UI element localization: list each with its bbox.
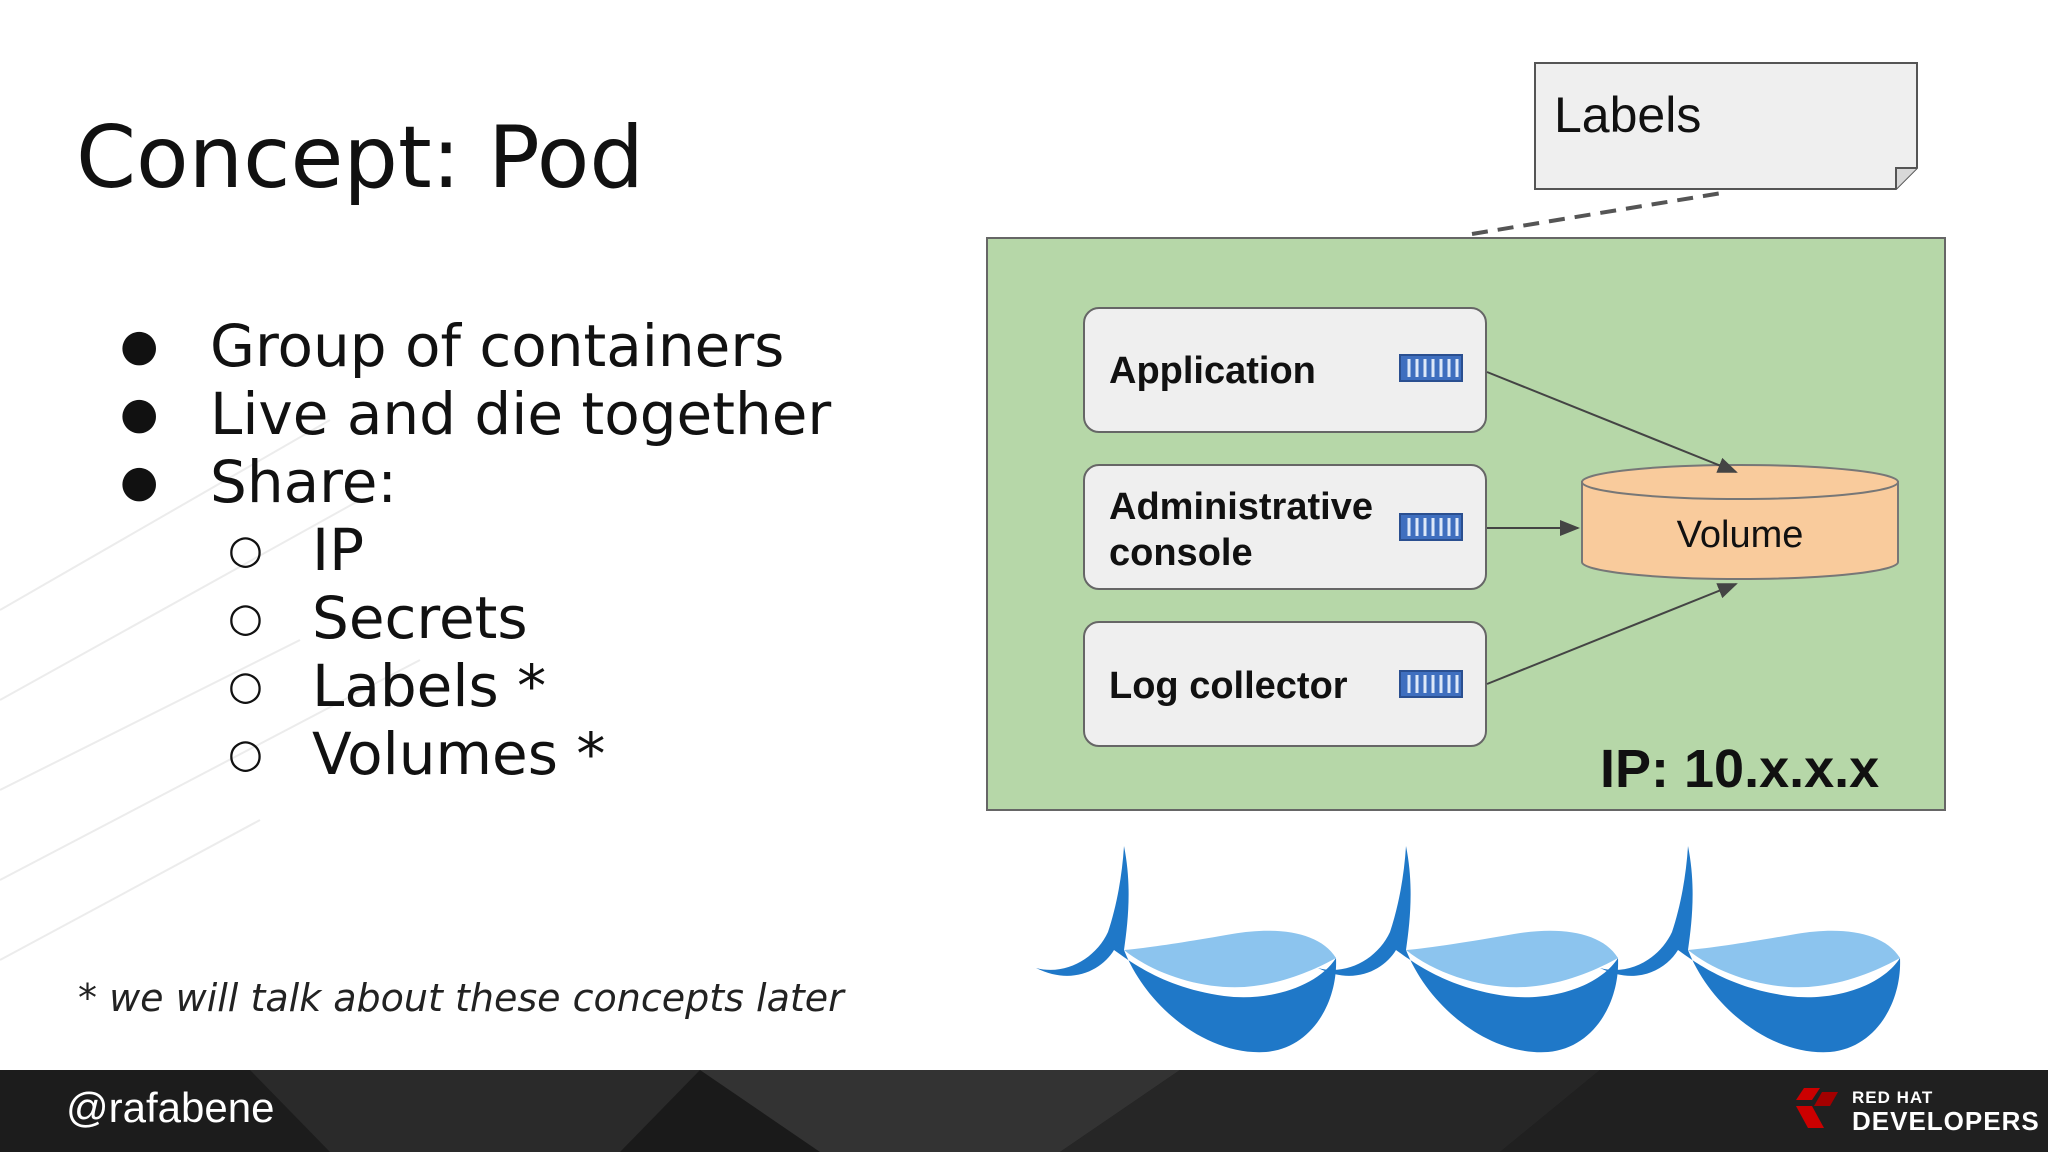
footnote: * we will talk about these concepts late… [78, 976, 844, 1020]
container-administrative-console: Administrative console [1083, 464, 1487, 590]
container-icon [1399, 513, 1463, 541]
sub-bullet-item: ○Labels * [228, 652, 547, 720]
labels-note-text: Labels [1554, 87, 1702, 143]
twitter-handle: @rafabene [66, 1084, 275, 1131]
bullet-dot-icon: ● [120, 320, 159, 371]
bullet-dot-icon: ● [120, 388, 159, 439]
labels-note [1534, 62, 1918, 190]
brand-line1: RED HAT [1852, 1088, 1934, 1107]
brand-line2: DEVELOPERS [1852, 1106, 2040, 1136]
bullet-item: ●Group of containers [120, 312, 785, 380]
bullet-item: ●Share: [120, 448, 397, 516]
bullet-ring-icon: ○ [228, 731, 263, 777]
container-icon [1399, 670, 1463, 698]
bullet-ring-icon: ○ [228, 663, 263, 709]
sub-bullet-list: ○IP ○Secrets ○Labels * ○Volumes * [120, 516, 605, 788]
sub-bullet-item: ○IP [228, 516, 365, 584]
sub-bullet-item: ○Secrets [228, 584, 528, 652]
container-label: Application [1109, 350, 1316, 392]
container-label: Administrative [1109, 486, 1373, 528]
volume-label: Volume [1676, 514, 1804, 556]
container-log-collector: Log collector [1083, 621, 1487, 747]
bullet-item: ●Live and die together [120, 380, 832, 448]
slide-title: Concept: Pod [76, 108, 644, 208]
container-icon [1399, 354, 1463, 382]
container-label: Log collector [1109, 665, 1348, 707]
bullet-ring-icon: ○ [228, 595, 263, 641]
pod-ip: IP: 10.x.x.x [1600, 739, 1880, 799]
bullet-ring-icon: ○ [228, 527, 263, 573]
container-application: Application [1083, 307, 1487, 433]
footer-bar: @rafabene RED HAT DEVELOPERS [0, 1070, 2048, 1152]
redhat-logo-icon [1796, 1088, 1838, 1128]
sub-bullet-item: ○Volumes * [228, 720, 606, 788]
bullet-list: ●Group of containers ●Live and die toget… [120, 312, 831, 516]
container-label-line2: console [1109, 532, 1253, 574]
bullet-dot-icon: ● [120, 456, 159, 507]
footer-pattern [0, 1070, 2048, 1152]
